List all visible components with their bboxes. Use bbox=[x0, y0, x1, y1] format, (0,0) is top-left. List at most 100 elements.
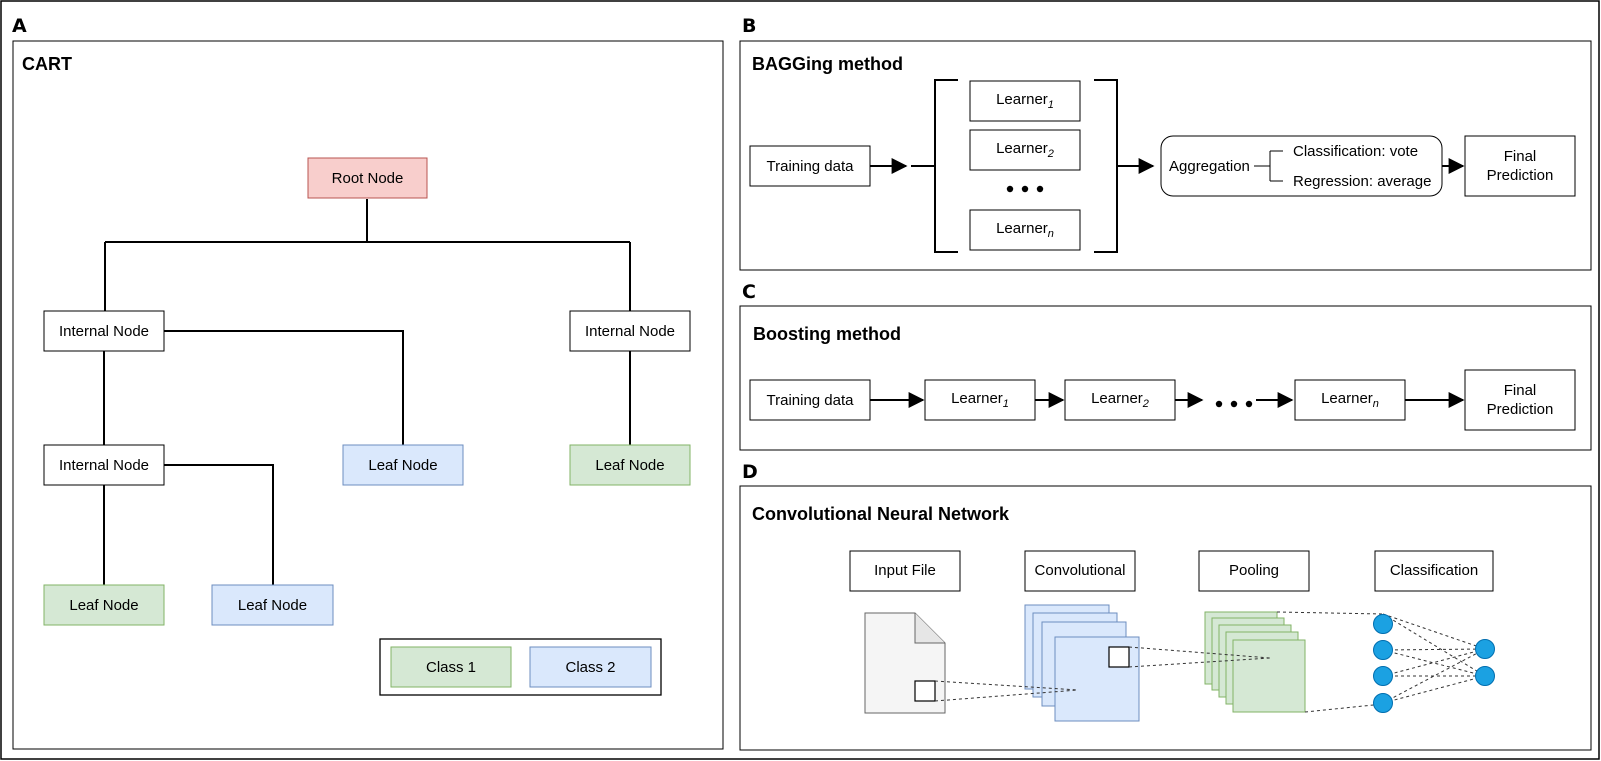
pooling-label: Pooling bbox=[1229, 562, 1279, 579]
output-neuron bbox=[1475, 666, 1495, 686]
cnn-convolutional-header: Convolutional bbox=[1024, 550, 1136, 592]
learner-box bbox=[969, 80, 1081, 122]
panel-d-title: Convolutional Neural Network bbox=[752, 504, 1010, 524]
final-prediction-line2: Prediction bbox=[1487, 401, 1554, 418]
panel-b-letter: B bbox=[742, 15, 756, 37]
learner-subscript: n bbox=[1048, 228, 1054, 240]
edge-internal1-children bbox=[103, 330, 404, 445]
legend-class1-swatch bbox=[390, 646, 512, 688]
input-receptive-window bbox=[914, 680, 936, 702]
legend-class2-label: Class 2 bbox=[565, 659, 615, 676]
boosting-training-data: Training data bbox=[749, 379, 871, 421]
aggregation-label: Aggregation bbox=[1169, 158, 1250, 175]
ellipsis-dot bbox=[1036, 185, 1044, 193]
learner-subscript: 2 bbox=[1142, 398, 1149, 410]
pooling-box bbox=[1198, 550, 1310, 592]
bagging-learner-1: Learner1 bbox=[969, 80, 1081, 122]
learner-subscript: 1 bbox=[1003, 398, 1009, 410]
cnn-input-file-header: Input File bbox=[849, 550, 961, 592]
classification-label: Classification bbox=[1390, 562, 1478, 579]
internal-node-label: Internal Node bbox=[59, 457, 149, 474]
document-fold bbox=[914, 613, 945, 644]
cnn-pooling-header: Pooling bbox=[1198, 550, 1310, 592]
learner-label: Learner2 bbox=[1091, 390, 1149, 410]
aggregation-brace bbox=[1254, 150, 1283, 182]
left-bracket bbox=[934, 79, 958, 253]
final-prediction-line1: Final bbox=[1504, 382, 1537, 399]
cnn-classification-header: Classification bbox=[1374, 550, 1494, 592]
leaf-node-label: Leaf Node bbox=[368, 457, 437, 474]
cnn-dashed-connectors bbox=[934, 611, 1486, 713]
ellipsis-dot bbox=[1006, 185, 1014, 193]
training-data-box bbox=[749, 145, 871, 187]
learner-label: Learnern bbox=[1321, 390, 1379, 410]
panel-b-title: BAGGing method bbox=[752, 54, 903, 74]
cnn-feature-maps bbox=[1024, 604, 1140, 722]
panel-d-box bbox=[739, 485, 1592, 751]
learner-subscript: n bbox=[1373, 398, 1379, 410]
cart-leaf-node-class2-a: Leaf Node bbox=[342, 444, 464, 486]
final-prediction-box bbox=[1464, 135, 1576, 197]
cart-root-node: Root Node bbox=[307, 157, 428, 199]
learner-label: Learner1 bbox=[951, 390, 1009, 410]
internal-node-box bbox=[569, 310, 691, 352]
learner-label: Learnern bbox=[996, 220, 1054, 240]
dense-connections bbox=[1382, 613, 1486, 704]
convolutional-label: Convolutional bbox=[1035, 562, 1126, 579]
bagging-aggregation: Aggregation Classification: vote Regress… bbox=[1160, 135, 1443, 197]
internal-node-label: Internal Node bbox=[59, 323, 149, 340]
learner-name: Learner bbox=[996, 91, 1048, 108]
regression-average-label: Regression: average bbox=[1293, 173, 1431, 190]
training-data-label: Training data bbox=[767, 158, 855, 175]
boosting-learner-2: Learner2 bbox=[1064, 379, 1176, 421]
pool-to-dense-projection bbox=[1276, 611, 1384, 713]
boosting-final-prediction: Final Prediction bbox=[1464, 369, 1576, 431]
ellipsis-dot bbox=[1021, 185, 1029, 193]
learner-subscript: 1 bbox=[1048, 99, 1054, 111]
panel-a-letter: A bbox=[12, 15, 27, 37]
leaf-node-label: Leaf Node bbox=[238, 597, 307, 614]
leaf-node-box bbox=[342, 444, 464, 486]
learner-subscript: 2 bbox=[1047, 148, 1054, 160]
boosting-learner-n: Learnern bbox=[1294, 379, 1406, 421]
classification-box bbox=[1374, 550, 1494, 592]
output-neuron bbox=[1475, 639, 1495, 659]
training-data-label: Training data bbox=[767, 392, 855, 409]
internal-node-box bbox=[43, 444, 165, 486]
learner-name: Learner bbox=[996, 220, 1048, 237]
learner-label: Learner1 bbox=[996, 91, 1054, 111]
cart-leaf-node-class1-a: Leaf Node bbox=[569, 444, 691, 486]
neuron bbox=[1373, 614, 1393, 634]
bagging-learner-bracket bbox=[911, 79, 1118, 253]
final-prediction-box bbox=[1464, 369, 1576, 431]
input-file-label: Input File bbox=[874, 562, 936, 579]
classification-vote-label: Classification: vote bbox=[1293, 143, 1418, 160]
right-bracket bbox=[1094, 79, 1118, 253]
learner-box bbox=[1294, 379, 1406, 421]
learner-name: Learner bbox=[1321, 390, 1373, 407]
ellipsis-dot bbox=[1245, 400, 1253, 408]
learner-name: Learner bbox=[951, 390, 1003, 407]
learner-name: Learner bbox=[996, 140, 1048, 157]
neuron bbox=[1373, 666, 1393, 686]
convolutional-box bbox=[1024, 550, 1136, 592]
bagging-ellipsis bbox=[1006, 185, 1044, 193]
edge-root-children bbox=[104, 199, 631, 311]
leaf-node-box bbox=[569, 444, 691, 486]
edge-internal3-children bbox=[103, 464, 274, 585]
panel-c-title: Boosting method bbox=[753, 324, 901, 344]
leaf-node-box bbox=[43, 584, 165, 626]
learner-box bbox=[924, 379, 1036, 421]
cart-internal-node-1: Internal Node bbox=[43, 310, 165, 352]
leaf-node-label: Leaf Node bbox=[595, 457, 664, 474]
cart-leaf-node-class2-b: Leaf Node bbox=[211, 584, 334, 626]
pooling-map bbox=[1232, 639, 1306, 713]
root-node-box bbox=[307, 157, 428, 199]
boosting-learner-1: Learner1 bbox=[924, 379, 1036, 421]
root-node-label: Root Node bbox=[332, 170, 404, 187]
learner-box bbox=[969, 129, 1081, 171]
neuron bbox=[1373, 640, 1393, 660]
ellipsis-dot bbox=[1230, 400, 1238, 408]
bagging-final-prediction: Final Prediction bbox=[1464, 135, 1576, 197]
cnn-pooling-maps bbox=[1204, 611, 1306, 713]
